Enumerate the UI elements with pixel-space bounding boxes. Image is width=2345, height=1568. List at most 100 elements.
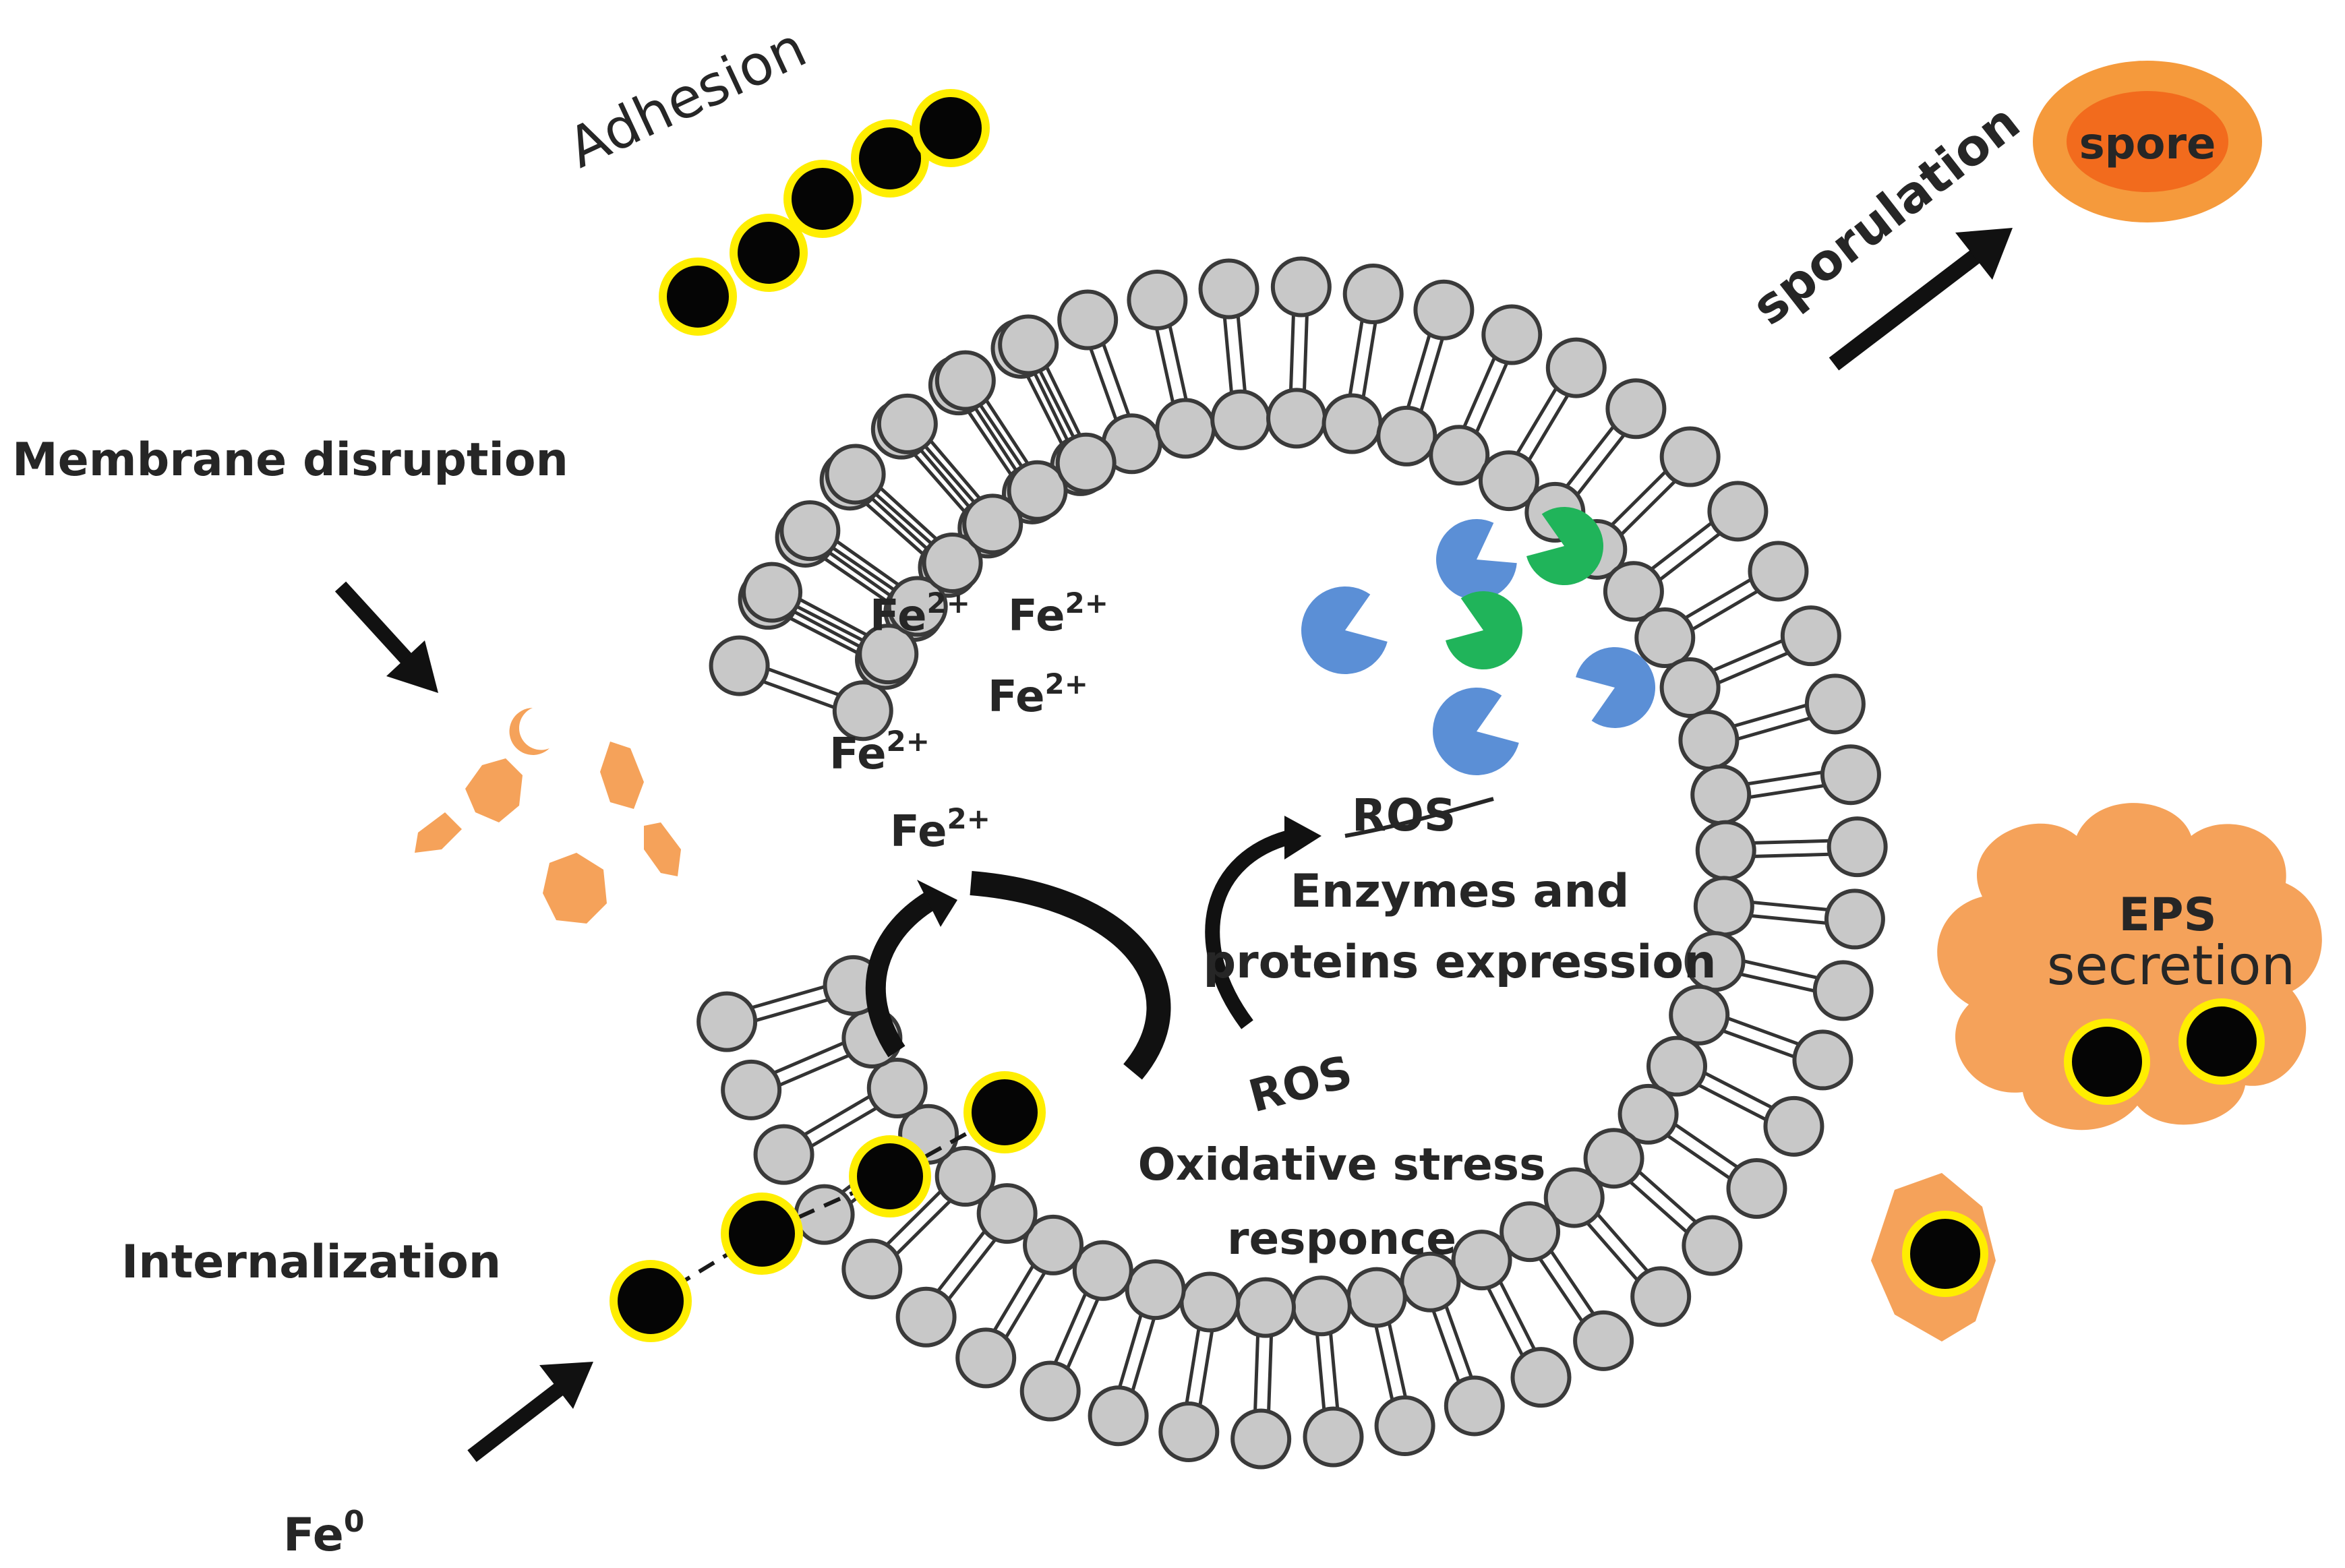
nanoparticle-core: [610, 1260, 692, 1342]
lipid-tail: [1102, 343, 1131, 416]
lipid-tail: [1733, 703, 1807, 728]
lipid-head: [877, 393, 938, 454]
lipid-tail: [1704, 1071, 1773, 1109]
debris-piece: [644, 822, 681, 876]
lipid-pair: [998, 314, 1117, 493]
label-adhesion: Adhesion: [558, 16, 816, 181]
lipid-pair: [709, 635, 893, 742]
lipid-tail: [992, 1265, 1035, 1331]
lipid-head: [1678, 710, 1740, 771]
lipid-tail: [1388, 1323, 1407, 1397]
label-ros-struck-group: ROS: [1344, 789, 1494, 841]
lipid-tail: [1329, 1333, 1340, 1408]
lipid-tail: [1131, 1318, 1156, 1391]
lipid-head: [779, 500, 841, 562]
lipid-pair: [1634, 541, 1809, 669]
lipid-tail: [1749, 784, 1824, 799]
lipid-tail: [1431, 1310, 1460, 1383]
fe2-ion: Fe2+: [1008, 586, 1108, 641]
lipid-tail: [1475, 362, 1508, 433]
lipid-head: [1155, 398, 1216, 459]
lipid-head: [1451, 1230, 1512, 1291]
lipid-tail: [1462, 357, 1496, 427]
lipid-pair: [895, 1183, 1038, 1348]
nanoparticle-core: [849, 1135, 931, 1217]
lipid-head: [1235, 1277, 1296, 1338]
lipid-head: [1812, 960, 1874, 1021]
lipid-tail: [1674, 1123, 1738, 1169]
lipid-head: [1583, 1128, 1644, 1189]
lipid-tail: [1527, 394, 1570, 461]
lipid-tail: [773, 1042, 844, 1075]
lipid-head: [1374, 1395, 1435, 1457]
lipid-pair: [1659, 605, 1841, 718]
lipid-head: [1179, 1271, 1241, 1333]
label-oxidative-line2: responce: [1227, 1213, 1456, 1265]
nanoparticle-core: [851, 119, 929, 198]
lipid-tail: [978, 404, 1023, 468]
lipid-tail: [810, 1106, 877, 1148]
lipid-head: [1270, 256, 1332, 318]
nanoparticle: [1902, 1211, 1988, 1297]
lipid-head: [1346, 1267, 1407, 1328]
nanoparticle: [783, 160, 862, 238]
internalization-nanoparticle-chain: [610, 1071, 1046, 1342]
lipid-pair: [1451, 1230, 1572, 1408]
lipid-tail: [1747, 771, 1822, 786]
nanoparticle: [2064, 1019, 2150, 1105]
lipid-head: [922, 532, 983, 593]
lipid-tail: [1315, 1334, 1326, 1410]
lipid-tail: [1713, 639, 1783, 672]
lipid-pair: [825, 444, 983, 593]
lipid-tail: [1549, 1250, 1595, 1315]
lipid-head: [1125, 1259, 1186, 1321]
lipid-head: [1072, 1240, 1133, 1301]
nanoparticle-core: [2178, 998, 2265, 1085]
lipid-tail: [1499, 1281, 1536, 1350]
lipid-tail: [1026, 375, 1063, 445]
lipid-tail: [1727, 1017, 1800, 1046]
nanoparticle: [721, 1193, 803, 1275]
lipid-tail: [1754, 839, 1829, 845]
nanoparticle-core: [963, 1071, 1046, 1153]
lipid-head: [753, 1124, 814, 1185]
lipid-head: [1510, 1347, 1572, 1408]
lipid-tail: [974, 406, 1018, 472]
lipid-head: [1603, 561, 1664, 622]
lipid-pair: [1690, 744, 1881, 826]
lipid-tail: [1253, 1335, 1260, 1411]
label-sporulation: sporulation: [1742, 93, 2031, 336]
fe2-ion: Fe2+: [988, 667, 1088, 722]
lipid-head: [1230, 1408, 1292, 1470]
nanoparticle-core: [783, 160, 862, 238]
arrow-head: [1955, 228, 2013, 280]
lipid-tail: [1586, 1222, 1638, 1281]
lipid-tail: [985, 399, 1030, 464]
lipid-head: [1127, 269, 1188, 330]
lipid-head: [1792, 1029, 1853, 1091]
lipid-tail: [1751, 913, 1827, 925]
lipid-tail: [1611, 471, 1667, 526]
lipid-tail: [968, 411, 1013, 476]
lipid-head: [1748, 541, 1809, 602]
lipid-head: [1376, 405, 1437, 466]
lipid-tail: [1374, 1326, 1394, 1400]
enzymes-group: [1301, 507, 1655, 775]
lipid-head: [1659, 657, 1721, 718]
lipid-tail: [1054, 1293, 1088, 1364]
lipid-pair: [1583, 1128, 1743, 1276]
lipid-head: [1605, 378, 1667, 440]
ros-strike-line: [1344, 797, 1494, 838]
lipid-pair: [1400, 1251, 1505, 1437]
lipid-tail: [1222, 318, 1233, 393]
lipid-tail: [1539, 1258, 1584, 1322]
lipid-tail: [804, 1095, 870, 1136]
lipid-head: [962, 493, 1023, 555]
lipid-tail: [1698, 1083, 1767, 1121]
lipid-pair: [1019, 1240, 1133, 1422]
lipid-pair: [1478, 337, 1607, 512]
lipid-tail: [790, 617, 858, 655]
nanoparticle: [851, 119, 929, 198]
lipid-head: [1695, 820, 1756, 881]
lipid-tail: [1005, 1271, 1046, 1338]
